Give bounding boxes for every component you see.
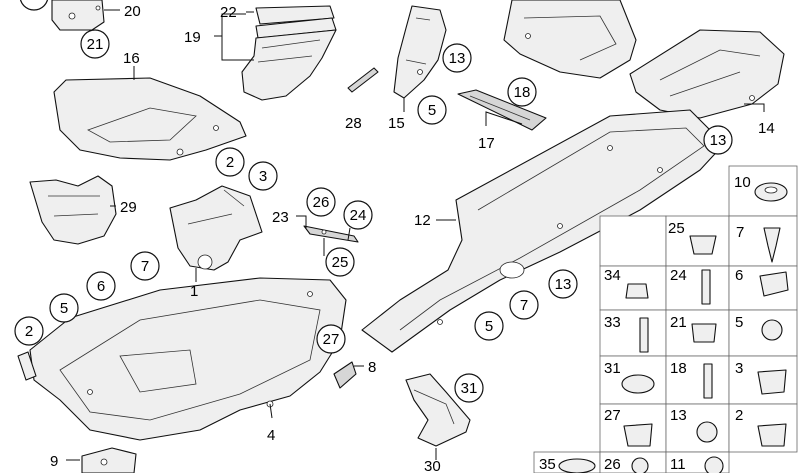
callout-16: 16	[123, 50, 140, 67]
table-label-2: 2	[735, 407, 743, 424]
table-label-27: 27	[604, 407, 621, 424]
table-label-21: 21	[670, 314, 687, 331]
table-label-7: 7	[736, 224, 744, 241]
fastener-illustrations	[558, 182, 789, 473]
table-label-11: 11	[670, 456, 686, 473]
callout-25-a: 25	[332, 254, 349, 271]
callout-15: 15	[388, 115, 405, 132]
table-label-13: 13	[670, 407, 687, 424]
leader-lines	[66, 9, 765, 461]
part-bracket-9	[81, 447, 137, 473]
part-bracket-23	[303, 225, 359, 243]
callout-13-c: 13	[555, 276, 572, 293]
table-label-10: 10	[734, 174, 751, 191]
table-label-26: 26	[604, 456, 621, 473]
part-clip-8	[333, 361, 357, 389]
part-panel-15	[393, 5, 447, 99]
table-label-25: 25	[668, 220, 685, 237]
callout-14: 14	[758, 120, 775, 137]
callout-circles	[14, 0, 733, 403]
table-label-18: 18	[670, 360, 687, 377]
callout-6-a: 6	[97, 278, 105, 295]
callout-13-b: 13	[710, 132, 727, 149]
callout-30: 30	[424, 458, 441, 473]
table-label-3: 3	[735, 360, 743, 377]
callout-5-b: 5	[60, 300, 68, 317]
part-heatshield-14	[629, 29, 785, 119]
part-bracket-29	[29, 175, 117, 245]
parts-table-grid	[533, 165, 798, 473]
callout-9: 9	[50, 453, 58, 470]
callout-8: 8	[368, 359, 376, 376]
callout-27-a: 27	[323, 331, 340, 348]
callout-19: 19	[184, 29, 201, 46]
callout-1: 1	[190, 283, 198, 300]
callout-21: 21	[87, 36, 104, 53]
callout-28: 28	[345, 115, 362, 132]
part-bracket-30	[405, 373, 471, 447]
callout-3: 3	[259, 168, 267, 185]
table-label-33: 33	[604, 314, 621, 331]
table-label-31: 31	[604, 360, 621, 377]
part-mount-1	[169, 185, 263, 271]
callout-17: 17	[478, 135, 495, 152]
table-label-35: 35	[539, 456, 556, 473]
callout-4: 4	[267, 427, 275, 444]
callout-7-b: 7	[520, 297, 528, 314]
part-panel-4	[17, 277, 347, 441]
callout-22: 22	[220, 4, 237, 21]
part-cover-top	[503, 0, 637, 79]
part-shield-16	[53, 77, 247, 161]
callout-7-a: 7	[141, 258, 149, 275]
table-label-5: 5	[735, 314, 743, 331]
table-label-24: 24	[670, 267, 687, 284]
table-label-6: 6	[735, 267, 743, 284]
callout-18: 18	[514, 84, 531, 101]
callout-26: 26	[313, 194, 330, 211]
callout-20: 20	[124, 3, 141, 20]
callout-labels: 20 21 22 19 16 13 28 15 5 18 17 13 14 2 …	[25, 3, 775, 473]
callout-23: 23	[272, 209, 289, 226]
parts-table-labels: 10 25 7 34 24 6 33 21 5 31 18 3 27 13 2 …	[539, 174, 751, 473]
table-label-34: 34	[604, 267, 621, 284]
callout-29: 29	[120, 199, 137, 216]
callout-12: 12	[414, 212, 431, 229]
part-panel-12	[361, 109, 725, 353]
part-duct-19	[241, 5, 337, 101]
part-strip-28	[347, 67, 379, 93]
callout-2-a: 2	[226, 154, 234, 171]
callout-31-a: 31	[461, 380, 478, 397]
part-bracket-20	[51, 0, 105, 31]
callout-5-a: 5	[428, 102, 436, 119]
callout-2-b: 2	[25, 323, 33, 340]
callout-13-a: 13	[449, 50, 466, 67]
callout-5-c: 5	[485, 318, 493, 335]
part-tray-17	[457, 89, 547, 131]
callout-24: 24	[350, 207, 367, 224]
